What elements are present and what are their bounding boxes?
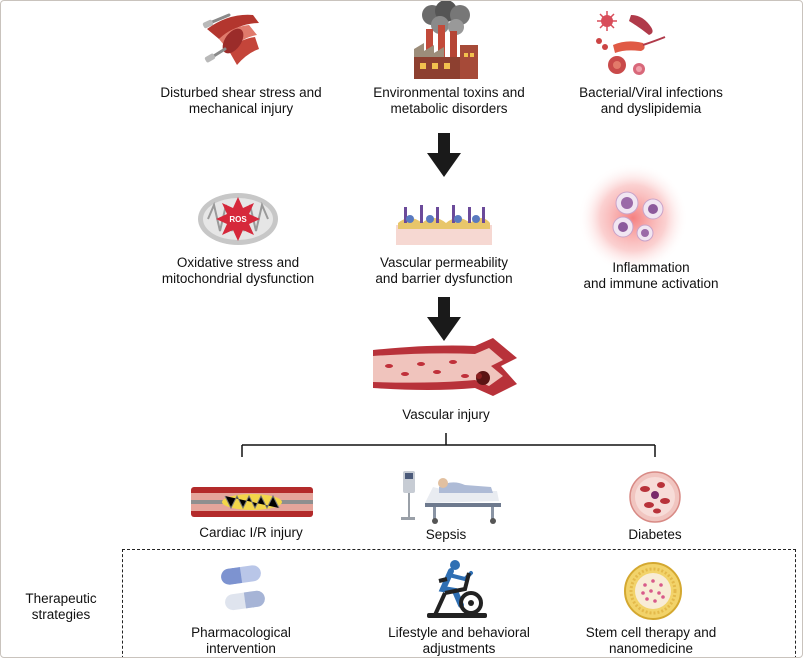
artery-clamp-icon	[202, 13, 259, 65]
hospital-bed-icon	[401, 471, 501, 524]
disease-label-cardiac: Cardiac I/R injury	[199, 525, 303, 540]
stented-artery-icon	[191, 487, 313, 517]
therapy-label-pharmacological: Pharmacological intervention	[191, 625, 291, 656]
therapy-label-stem-cell: Stem cell therapy and nanomedicine	[585, 625, 717, 656]
exercise-bike-icon	[427, 560, 487, 618]
cause-label-toxins: Environmental toxins and metabolic disor…	[373, 85, 525, 116]
disease-label-diabetes: Diabetes	[628, 527, 682, 542]
mitochondria-ros-icon: ROS	[198, 193, 278, 245]
blood-cells-icon	[629, 471, 681, 523]
mechanism-label-permeability: Vascular permeability and barrier dysfun…	[375, 255, 513, 286]
capsules-icon	[221, 565, 265, 611]
ros-badge: ROS	[229, 215, 247, 224]
nanoparticle-icon	[624, 562, 682, 620]
injured-vessel-icon	[373, 338, 517, 396]
arrow-down-icon	[427, 133, 461, 177]
arrow-down-icon	[427, 297, 461, 341]
pathogens-icon	[596, 11, 666, 75]
mechanism-label-inflammation: Inflammation and immune activation	[583, 260, 719, 291]
therapeutic-strategies-box	[122, 549, 796, 657]
mechanism-label-oxidative: Oxidative stress and mitochondrial dysfu…	[161, 255, 315, 286]
therapeutic-title: Therapeutic strategies	[25, 591, 97, 622]
cause-label-shear-stress: Disturbed shear stress and mechanical in…	[160, 85, 322, 116]
factory-smoke-icon	[414, 1, 478, 79]
therapy-label-lifestyle: Lifestyle and behavioral adjustments	[388, 625, 530, 656]
disease-label-sepsis: Sepsis	[425, 527, 467, 542]
endothelium-icon	[396, 205, 492, 245]
cause-label-infections: Bacterial/Viral infections and dyslipide…	[579, 85, 723, 116]
central-label: Vascular injury	[402, 407, 490, 422]
immune-cells-icon	[578, 163, 688, 273]
